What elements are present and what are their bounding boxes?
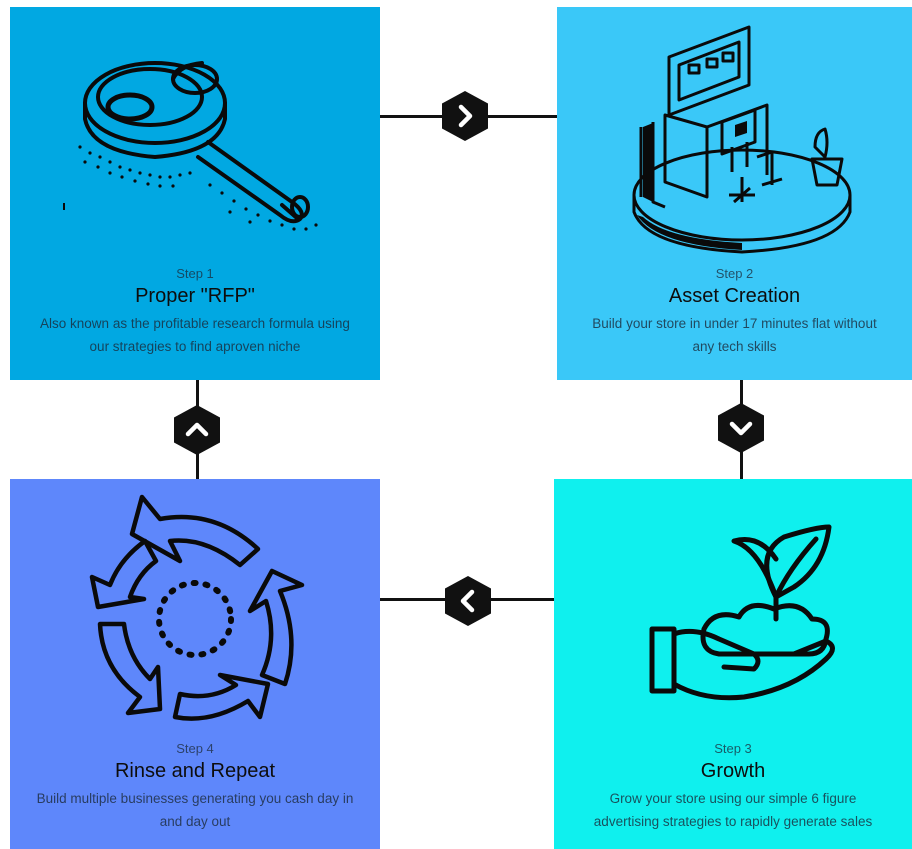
- cycle-arrows-icon: [89, 494, 305, 721]
- step-label: Step 1: [176, 266, 214, 281]
- step-title: Rinse and Repeat: [114, 760, 276, 782]
- step-card-2: Step 2 Asset Creation Build your store i…: [557, 7, 912, 380]
- step-title: Growth: [700, 760, 766, 782]
- chevron-left-icon: [444, 575, 492, 627]
- step-card-3: Step 3 Growth Grow your store using our …: [554, 479, 912, 849]
- step-title: Asset Creation: [668, 285, 801, 307]
- step-description: Also known as the profitable research fo…: [40, 316, 350, 354]
- step-card-1: Step 1 Proper "RFP" Also known as the pr…: [10, 7, 380, 380]
- step-label: Step 4: [176, 741, 214, 756]
- step-title: Proper "RFP": [135, 285, 255, 307]
- chevron-right-icon: [441, 90, 489, 142]
- step-description: Grow your store using our simple 6 figur…: [593, 791, 873, 829]
- magnifying-glass-icon: [63, 61, 318, 231]
- step-description: Build multiple businesses generating you…: [36, 791, 354, 829]
- step-label: Step 3: [714, 741, 752, 756]
- hand-with-plant-icon: [649, 524, 835, 701]
- desk-workstation-icon: [632, 25, 852, 254]
- step-card-4: Step 4 Rinse and Repeat Build multiple b…: [10, 479, 380, 849]
- step-description: Build your store in under 17 minutes fla…: [592, 316, 877, 354]
- chevron-up-icon: [173, 404, 221, 456]
- step-label: Step 2: [715, 266, 754, 281]
- chevron-down-icon: [717, 402, 765, 454]
